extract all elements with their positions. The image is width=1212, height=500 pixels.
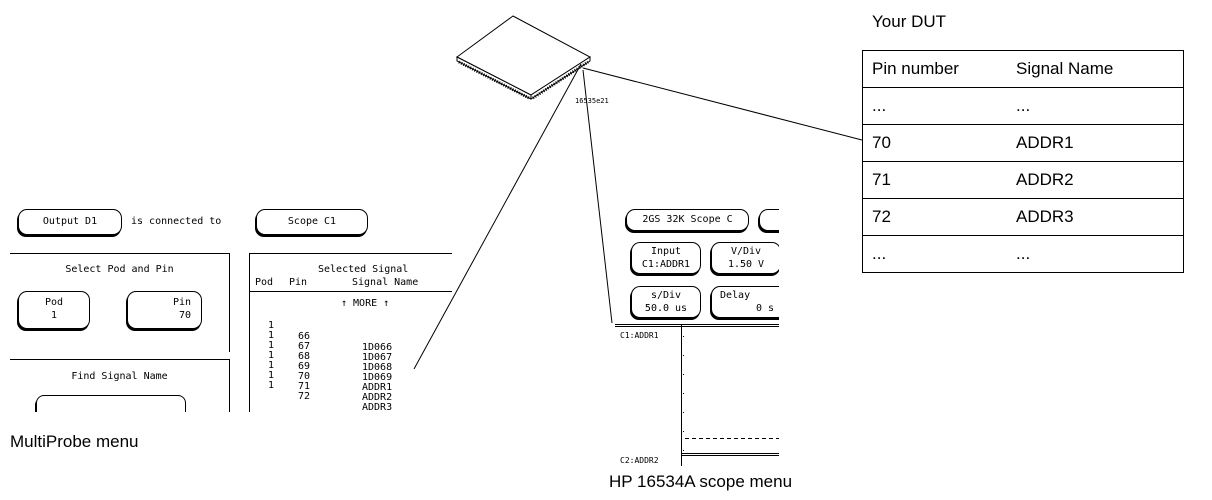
table-row: ... ...: [862, 87, 1184, 125]
trace-c1-label: C1:ADDR1: [620, 331, 659, 340]
chip-label: 16535e21: [575, 97, 609, 105]
table-row: 71 ADDR2: [862, 161, 1184, 199]
input-label: Input: [650, 246, 682, 257]
pin-button[interactable]: Pin 70: [127, 291, 202, 329]
cell: ADDR2: [1016, 161, 1184, 199]
cell: 71: [862, 161, 1016, 199]
scope-title-button[interactable]: 2GS 32K Scope C: [626, 209, 749, 231]
list-item: 1 70 ADDR1: [268, 360, 393, 393]
table-row: 72 ADDR3: [862, 198, 1184, 236]
list-item: 1 69 1D069: [268, 350, 393, 383]
output-button[interactable]: Output D1: [18, 209, 122, 235]
cell: 72: [862, 198, 1016, 236]
list-item: 1 71 ADDR2: [268, 370, 393, 403]
list-item: 1 68 1D068: [268, 340, 393, 373]
vdiv-button[interactable]: V/Div 1.50 V: [711, 242, 779, 274]
input-value: C1:ADDR1: [641, 259, 691, 270]
cell: ...: [862, 87, 1016, 125]
col-signal-name: Signal Name: [352, 277, 419, 288]
list-item: 1 66 1D066: [268, 320, 393, 353]
table-header-row: Pin number Signal Name: [862, 50, 1184, 88]
table-row: ... ...: [862, 235, 1184, 273]
vdiv-value: 1.50 V: [727, 259, 765, 270]
more-indicator[interactable]: ↑ MORE ↑: [341, 298, 390, 309]
cell: 70: [862, 124, 1016, 162]
find-title: Find Signal Name: [71, 371, 168, 382]
select-title: Select Pod and Pin: [65, 264, 174, 275]
pod-button[interactable]: Pod 1: [18, 291, 90, 329]
target-button[interactable]: Scope C1: [256, 209, 368, 235]
sdiv-button[interactable]: s/Div 50.0 us: [631, 286, 701, 318]
delay-button[interactable]: Delay 0 s: [711, 286, 779, 318]
trace-c2-label: C2:ADDR2: [620, 456, 659, 465]
connected-text: is connected to: [131, 216, 222, 227]
sdiv-value: 50.0 us: [644, 303, 688, 314]
line-to-multiprobe: [413, 63, 582, 370]
col-pin: Pin: [289, 277, 308, 288]
sdiv-label: s/Div: [650, 290, 682, 301]
select-panel: [10, 253, 230, 352]
line-to-scope: [582, 69, 613, 324]
multiprobe-screen: Output D1 is connected to Scope C1 Selec…: [0, 200, 452, 412]
chip-icon: [456, 15, 591, 100]
multiprobe-caption: MultiProbe menu: [10, 432, 139, 451]
delay-label: Delay: [720, 290, 751, 301]
input-button[interactable]: Input C1:ADDR1: [631, 242, 701, 274]
pod-value: 1: [50, 310, 58, 321]
cell: ...: [1016, 87, 1184, 125]
cell: ADDR1: [1016, 124, 1184, 162]
cell: ...: [862, 235, 1016, 273]
pod-label: Pod: [44, 297, 64, 308]
selected-title: Selected Signal: [318, 264, 409, 275]
find-panel: [10, 359, 230, 412]
pin-label: Pin: [172, 297, 191, 308]
scope-screen: 2GS 32K Scope C Input C1:ADDR1 V/Div 1.5…: [615, 200, 779, 466]
vdiv-label: V/Div: [730, 246, 762, 257]
scope-caption: HP 16534A scope menu: [609, 472, 793, 491]
scope-next-button[interactable]: [759, 209, 779, 231]
dut-title: Your DUT: [872, 12, 947, 31]
selected-panel: [249, 253, 452, 412]
waveform-display: [615, 324, 779, 466]
signal-list: 1 66 1D066 1 67 1D067 1 68 1D068 1 69 1D…: [0, 309, 452, 412]
cell: ...: [1016, 235, 1184, 273]
col-pin-number: Pin number: [862, 50, 1016, 88]
delay-value: 0 s: [755, 303, 774, 314]
cell: ADDR3: [1016, 198, 1184, 236]
line-to-dut: [582, 67, 863, 141]
list-item: 1 67 1D067: [268, 330, 393, 363]
list-item: 1 72 ADDR3: [268, 380, 393, 412]
table-row: 70 ADDR1: [862, 124, 1184, 162]
col-signal-name: Signal Name: [1016, 50, 1184, 88]
pin-value: 70: [178, 310, 191, 321]
column-underline: [249, 291, 452, 292]
find-signal-input[interactable]: [36, 395, 186, 412]
dut-table: Pin number Signal Name ... ... 70 ADDR1 …: [862, 50, 1184, 273]
col-pod: Pod: [255, 277, 274, 288]
